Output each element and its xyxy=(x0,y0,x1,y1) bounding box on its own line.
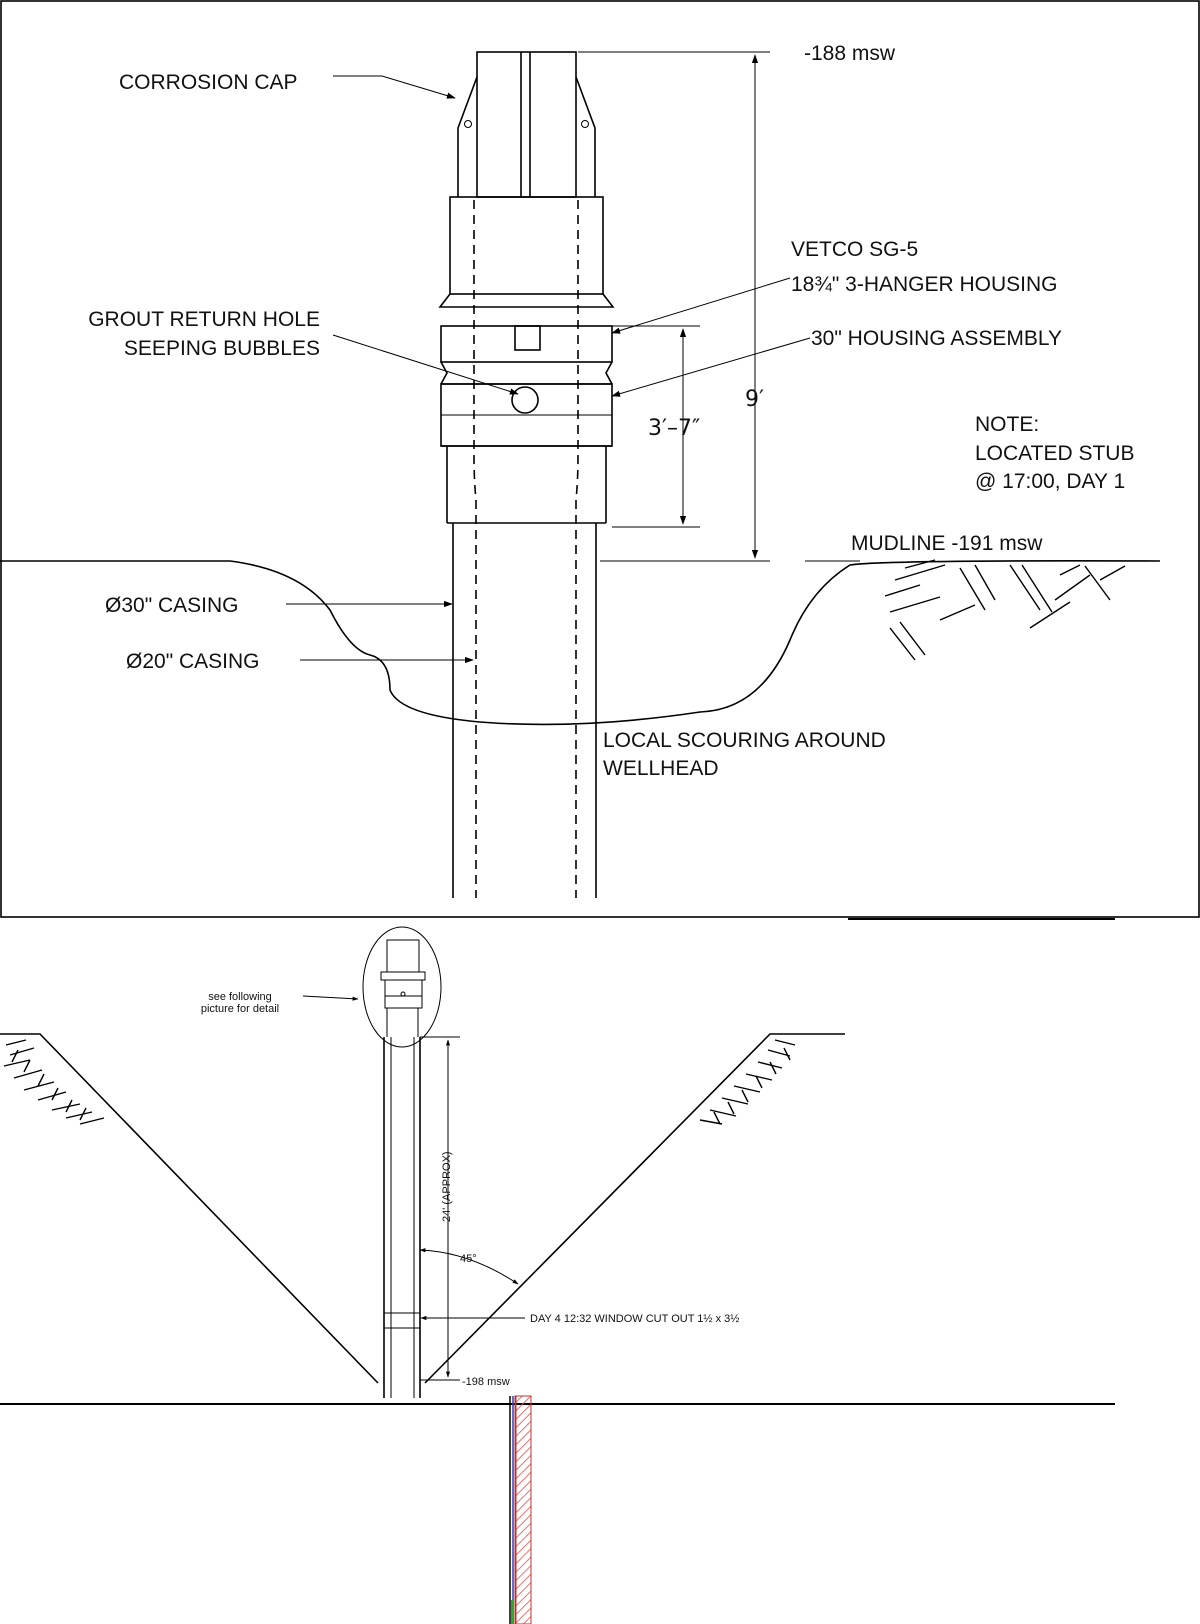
bottom-seabed-hatch-right xyxy=(699,1039,796,1125)
top-drawing: CORROSION CAP -188 msw VETCO SG-5 18¾" 3… xyxy=(0,0,1200,918)
label-length-24ft: 24' (APPROX) xyxy=(441,1151,453,1222)
label-casing-20: Ø20" CASING xyxy=(126,650,260,673)
excavation-right-slope xyxy=(424,1033,845,1384)
casings xyxy=(452,200,597,898)
casing-20-left xyxy=(473,200,477,898)
label-casing-30: Ø30" CASING xyxy=(105,594,239,617)
corrosion-cap xyxy=(457,51,596,198)
seabed-profile xyxy=(0,560,1161,726)
bottom-seabed-hatch-left xyxy=(3,1039,105,1125)
lower-wellbore xyxy=(509,1395,532,1624)
bottom-casing xyxy=(383,1037,421,1398)
see-detail-leader xyxy=(302,995,359,1001)
seabed-hatch xyxy=(884,559,1126,661)
detail-ellipse xyxy=(362,926,442,1048)
label-grout-line1: GROUT RETURN HOLE xyxy=(88,308,320,331)
label-note-line2: LOCATED STUB xyxy=(975,442,1134,465)
label-see-line1: see following xyxy=(208,991,272,1003)
label-scour-line1: LOCAL SCOURING AROUND xyxy=(603,729,886,752)
label-corrosion-cap: CORROSION CAP xyxy=(119,71,298,94)
label-see-line2: picture for detail xyxy=(201,1003,279,1015)
label-grout-line2: SEEPING BUBBLES xyxy=(124,337,320,360)
excavation xyxy=(0,1033,845,1384)
label-window: DAY 4 12:32 WINDOW CUT OUT 1½ x 3½ xyxy=(530,1313,739,1325)
label-housing-assembly: 30" HOUSING ASSEMBLY xyxy=(811,327,1062,350)
top-frame xyxy=(0,0,1200,918)
seabed-top xyxy=(0,559,1161,726)
bottom-drawing: see following picture for detail 24' (AP… xyxy=(0,926,1115,1624)
stub-detail xyxy=(380,939,426,1037)
grout-return-hole xyxy=(511,386,539,414)
label-angle-45: 45° xyxy=(460,1253,477,1265)
dimension-24ft xyxy=(420,1036,460,1381)
label-dim-3ft7: 3′–7″ xyxy=(648,416,700,441)
window-cutout xyxy=(383,1312,421,1329)
dimension-3ft7 xyxy=(612,325,700,528)
excavation-left-slope xyxy=(0,1033,379,1384)
label-top-depth: -188 msw xyxy=(804,42,896,65)
label-mudline: MUDLINE -191 msw xyxy=(851,532,1043,555)
leaders-top xyxy=(286,75,811,664)
casing-20-right xyxy=(575,200,579,898)
sg5-housing xyxy=(438,196,615,351)
housing-assembly-30 xyxy=(440,325,613,524)
angle-arc-45 xyxy=(419,1248,519,1285)
label-scour-line2: WELLHEAD xyxy=(603,757,719,780)
label-vetco-line1: VETCO SG-5 xyxy=(791,238,918,261)
label-note-line1: NOTE: xyxy=(975,413,1039,436)
label-bottom-depth: -198 msw xyxy=(462,1376,510,1388)
label-dim-9ft: 9′ xyxy=(745,387,764,412)
label-note-line3: @ 17:00, DAY 1 xyxy=(975,470,1125,493)
dimension-9ft xyxy=(578,51,770,562)
label-vetco-line2: 18¾" 3-HANGER HOUSING xyxy=(791,273,1058,296)
